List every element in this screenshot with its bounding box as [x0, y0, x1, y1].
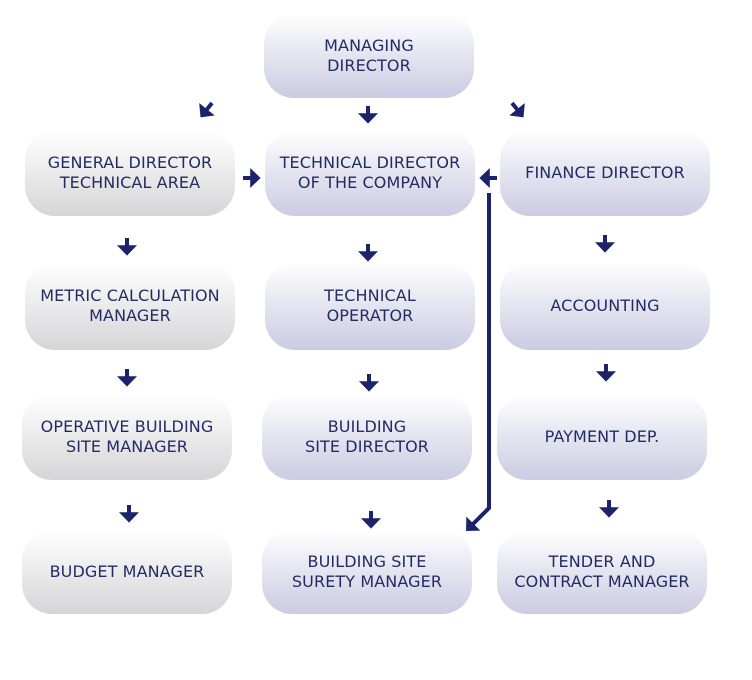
arrow-managing-to-finance: [509, 101, 525, 118]
technical-director-box: TECHNICAL DIRECTOR OF THE COMPANY: [265, 130, 475, 216]
payment-dep-box: PAYMENT DEP.: [497, 394, 707, 480]
general-director-box: GENERAL DIRECTOR TECHNICAL AREA: [25, 130, 235, 216]
tender-contract-manager-box: TENDER AND CONTRACT MANAGER: [497, 530, 707, 614]
finance-director-box: FINANCE DIRECTOR: [500, 130, 710, 216]
arrow-managing-to-general: [199, 101, 215, 118]
budget-manager-box: BUDGET MANAGER: [22, 530, 232, 614]
managing-director-box: MANAGING DIRECTOR: [264, 14, 474, 98]
technical-operator-box: TECHNICAL OPERATOR: [265, 262, 475, 350]
operative-building-site-manager-box: OPERATIVE BUILDING SITE MANAGER: [22, 394, 232, 480]
building-site-director-box: BUILDING SITE DIRECTOR: [262, 394, 472, 480]
arrow-finance-to-surety: [466, 193, 491, 531]
building-site-surety-manager-box: BUILDING SITE SURETY MANAGER: [262, 530, 472, 614]
accounting-box: ACCOUNTING: [500, 262, 710, 350]
metric-calculation-manager-box: METRIC CALCULATION MANAGER: [25, 262, 235, 350]
